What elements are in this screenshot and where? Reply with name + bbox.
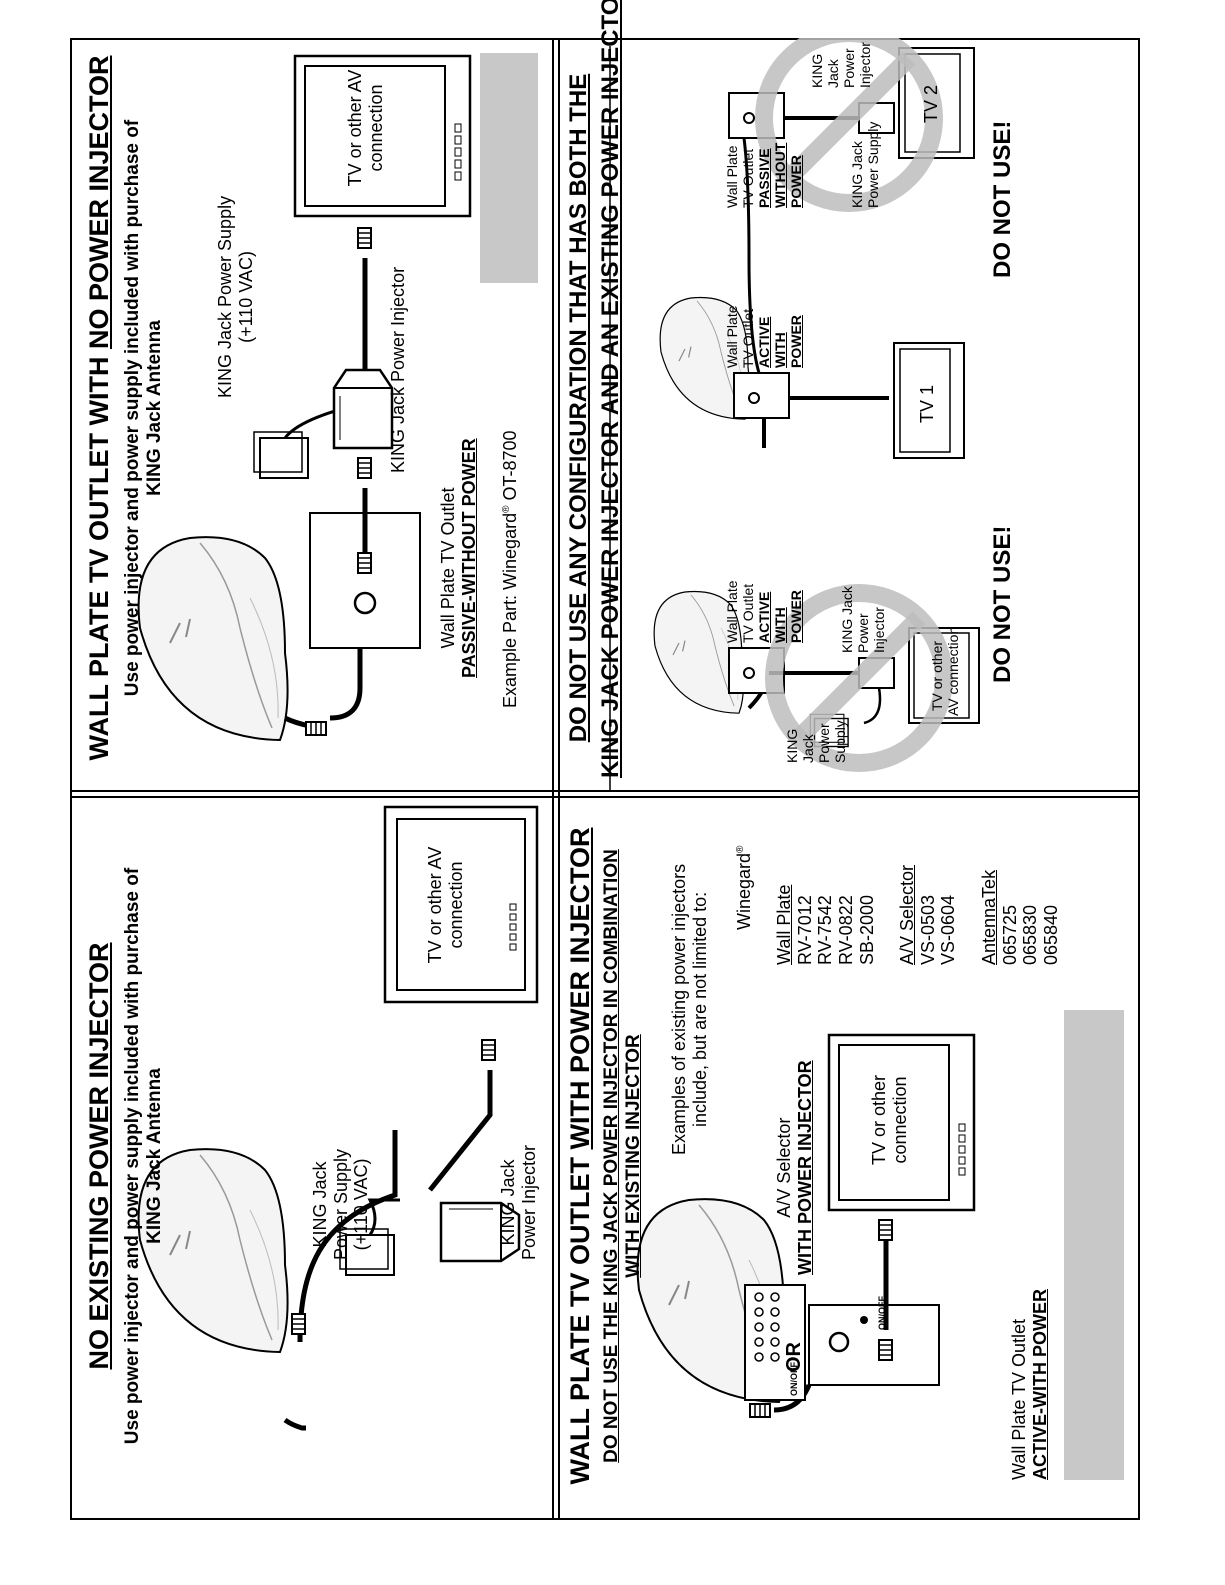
q2-subtitle-2: KING Jack Antenna: [144, 320, 165, 496]
wall-plate-icon: [733, 372, 790, 419]
q4-title-1: DO NOT USE ANY CONFIGURATION THAT HAS BO…: [565, 73, 592, 743]
q3-brand: Winegard®: [734, 845, 754, 930]
q4-right-warning: DO NOT USE!: [989, 120, 1016, 278]
prohibited-icon: [755, 38, 943, 212]
wall-plate-icon: [808, 1304, 940, 1386]
panel-do-not-use: DO NOT USE ANY CONFIGURATION THAT HAS BO…: [559, 0, 1140, 778]
q3-subtitle-2: WITH EXISTING INJECTOR: [623, 1034, 644, 1278]
panel-no-existing-injector: NO EXISTING POWER INJECTOR Use power inj…: [70, 792, 553, 1520]
q3-diagram: [636, 1010, 1124, 1480]
q1-subtitle-1: Use power injector and power supply incl…: [122, 867, 143, 1445]
q4-diagram: [653, 38, 980, 772]
q3-onoff-label: ON/OFF: [877, 1296, 887, 1330]
coax-plug-icon: [357, 457, 372, 479]
q4-title-2: KING JACK POWER INJECTOR AND AN EXISTING…: [597, 0, 624, 778]
q4-left-warning: DO NOT USE!: [989, 525, 1016, 683]
prohibited-icon: [765, 584, 953, 772]
panel-wall-plate-no-injector: WALL PLATE TV OUTLET WITH NO POWER INJEC…: [70, 38, 553, 778]
power-supply-icon: [253, 431, 309, 479]
page-grid: [70, 38, 1140, 1520]
q3-subtitle-1: DO NOT USE THE KING JACK POWER INJECTOR …: [601, 849, 622, 1463]
q1-diagram: [137, 805, 539, 1431]
q4-tv1-label: TV 1: [917, 384, 937, 423]
q1-subtitle-2: KING Jack Antenna: [144, 1068, 165, 1244]
q2-diagram: [137, 53, 538, 741]
tv-buttons-icon: [509, 903, 517, 951]
gray-box: [1064, 1010, 1124, 1480]
coax-plug-icon: [357, 227, 372, 249]
power-injector-icon: [332, 368, 394, 450]
q1-title: NO EXISTING POWER INJECTOR: [84, 942, 114, 1370]
coax-plug-icon: [481, 1039, 496, 1061]
q2-power-injector-label: KING Jack Power Injector: [388, 266, 408, 473]
coax-plug-icon: [878, 1339, 893, 1361]
q2-example-part: Example Part: Winegard® OT-8700: [500, 430, 520, 708]
gray-box: [480, 53, 538, 283]
coax-plug-icon: [291, 1313, 306, 1335]
coax-plug-icon: [749, 1403, 771, 1418]
q3-onoff-label: ON/OFF: [789, 1362, 799, 1396]
q2-title: WALL PLATE TV OUTLET WITH NO POWER INJEC…: [84, 55, 114, 761]
q3-title: WALL PLATE TV OUTLET WITH POWER INJECTOR: [565, 827, 595, 1485]
panel-wall-plate-with-injector: WALL PLATE TV OUTLET WITH POWER INJECTOR…: [559, 792, 1140, 1520]
instruction-sheet: NO EXISTING POWER INJECTOR Use power inj…: [70, 0, 1140, 1520]
q2-subtitle-1: Use power injector and power supply incl…: [122, 119, 143, 697]
q4-tv2-label: TV 2: [921, 84, 941, 123]
q2-power-supply-label: KING Jack Power Supply(+110 VAC): [215, 195, 256, 398]
av-selector-icon: [744, 1284, 806, 1401]
coax-plug-icon: [878, 1219, 893, 1241]
coax-plug-icon: [357, 552, 372, 574]
coax-plug-icon: [305, 721, 327, 736]
rotated-layer: NO EXISTING POWER INJECTOR Use power inj…: [70, 0, 1140, 1520]
